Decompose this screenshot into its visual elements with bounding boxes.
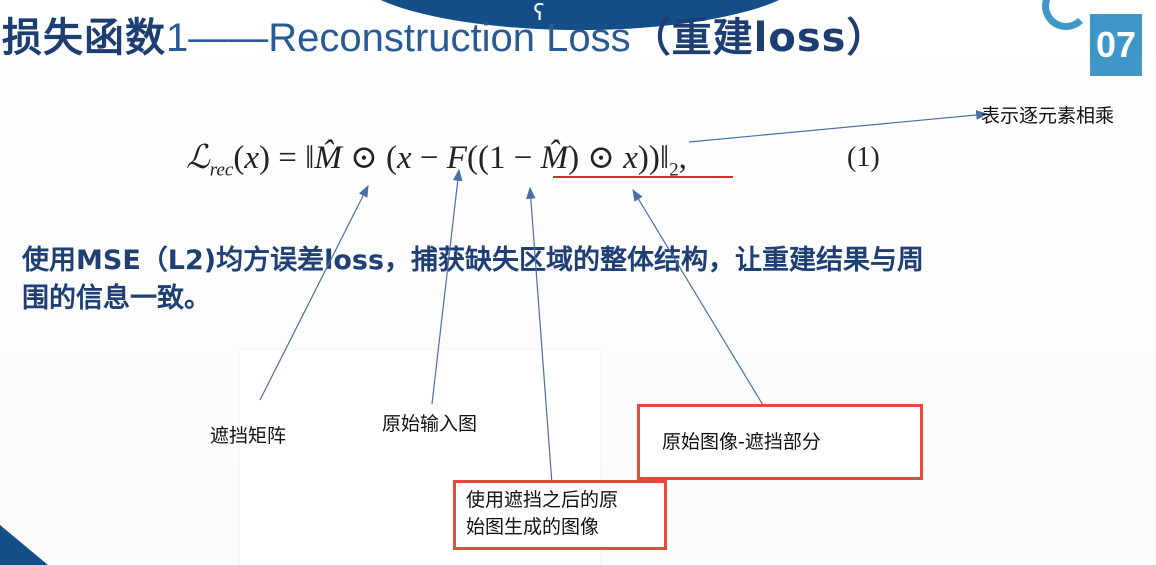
annotation-mask-matrix: 遮挡矩阵 bbox=[210, 425, 287, 447]
swirl-icon: ʕ bbox=[533, 1, 545, 26]
title-suffix: （重建loss） bbox=[630, 15, 888, 61]
annotation-original-minus-masked: 原始图像-遮挡部分 bbox=[662, 431, 821, 453]
title-light-part: 1——Reconstruction Loss bbox=[166, 16, 631, 60]
description-text: 使用MSE（L2)均方误差loss，捕获缺失区域的整体结构，让重建结果与周 围的… bbox=[22, 242, 1102, 318]
annotation-original-input: 原始输入图 bbox=[382, 413, 478, 435]
annotation-generated-box: 使用遮挡之后的原 始图生成的图像 bbox=[453, 480, 667, 550]
bottom-left-corner-decoration bbox=[0, 525, 48, 565]
equation-underline bbox=[553, 176, 733, 178]
annotation-original-minus-masked-box: 原始图像-遮挡部分 bbox=[637, 404, 923, 480]
annotation-elementwise: 表示逐元素相乘 bbox=[981, 105, 1115, 127]
arrow-elementwise bbox=[688, 110, 989, 143]
description-line-2: 围的信息一致。 bbox=[22, 283, 211, 314]
title-bold-part: 损失函数 bbox=[2, 15, 166, 61]
equation-number: (1) bbox=[847, 142, 880, 173]
page-number-badge: 07 bbox=[1090, 14, 1142, 76]
description-line-1: 使用MSE（L2)均方误差loss，捕获缺失区域的整体结构，让重建结果与周 bbox=[22, 245, 925, 276]
equation-lhs: ℒrec(x) = ‖M̂ ⊙ (x − F((1 − M̂) ⊙ x))‖2, bbox=[186, 140, 687, 181]
slide-title: 损失函数1——Reconstruction Loss（重建loss） bbox=[2, 10, 887, 66]
annotation-generated-line-2: 始图生成的图像 bbox=[466, 516, 600, 538]
annotation-generated-line-1: 使用遮挡之后的原 bbox=[466, 489, 619, 511]
loss-equation: ℒrec(x) = ‖M̂ ⊙ (x − F((1 − M̂) ⊙ x))‖2, bbox=[186, 136, 687, 193]
corner-arc-decoration bbox=[1042, 0, 1090, 30]
